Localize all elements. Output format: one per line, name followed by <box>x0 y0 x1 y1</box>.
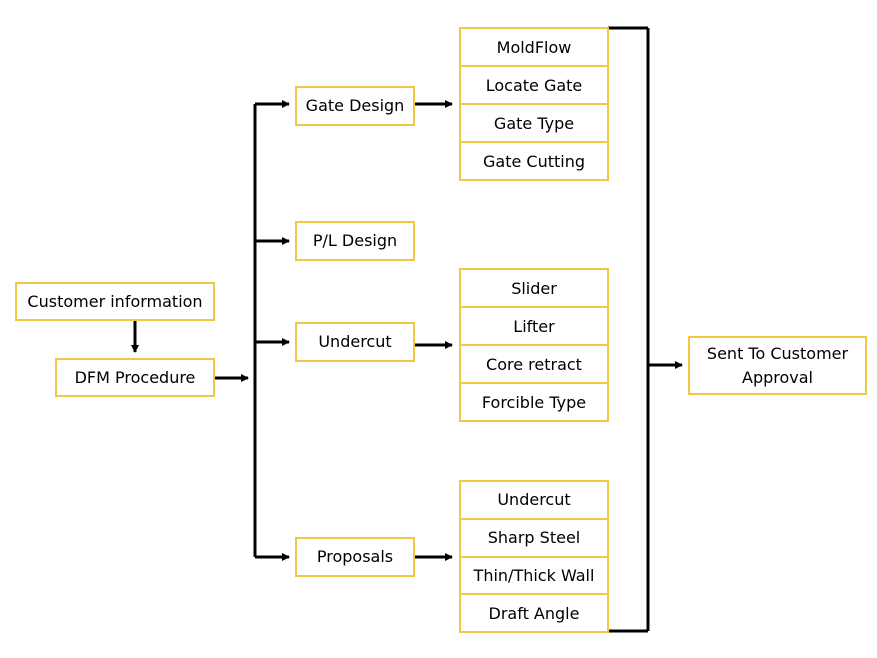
undercut-stack-item: Core retract <box>461 346 607 384</box>
customer-approval-label: Sent To Customer Approval <box>706 343 849 387</box>
gate-design-stack: MoldFlow Locate Gate Gate Type Gate Cutt… <box>459 27 609 181</box>
proposals-stack-item: Undercut <box>461 482 607 520</box>
pl-design-label: P/L Design <box>312 231 398 250</box>
proposals-stack: Undercut Sharp Steel Thin/Thick Wall Dra… <box>459 480 609 633</box>
undercut-stack-item: Slider <box>461 270 607 308</box>
gate-design-box: Gate Design <box>295 86 415 126</box>
undercut-stack-item: Forcible Type <box>481 392 587 412</box>
gate-stack-item: Gate Cutting <box>482 151 585 171</box>
gate-stack-item: Locate Gate <box>461 67 607 105</box>
proposals-box: Proposals <box>295 537 415 577</box>
undercut-box: Undercut <box>295 322 415 362</box>
proposals-stack-item: Thin/Thick Wall <box>461 558 607 596</box>
dfm-procedure-box: DFM Procedure <box>55 358 215 397</box>
pl-design-box: P/L Design <box>295 221 415 261</box>
gate-stack-item: MoldFlow <box>461 29 607 67</box>
undercut-stack-item: Lifter <box>461 308 607 346</box>
undercut-label: Undercut <box>318 332 392 351</box>
proposals-stack-item: Draft Angle <box>488 603 580 623</box>
gate-design-label: Gate Design <box>305 96 405 115</box>
dfm-procedure-label: DFM Procedure <box>74 367 196 387</box>
customer-information-box: Customer information <box>15 282 215 321</box>
proposals-stack-item: Sharp Steel <box>461 520 607 558</box>
proposals-label: Proposals <box>316 547 394 566</box>
customer-information-label: Customer information <box>27 291 203 311</box>
customer-approval-box: Sent To Customer Approval <box>688 336 867 395</box>
undercut-stack: Slider Lifter Core retract Forcible Type <box>459 268 609 422</box>
gate-stack-item: Gate Type <box>461 105 607 143</box>
